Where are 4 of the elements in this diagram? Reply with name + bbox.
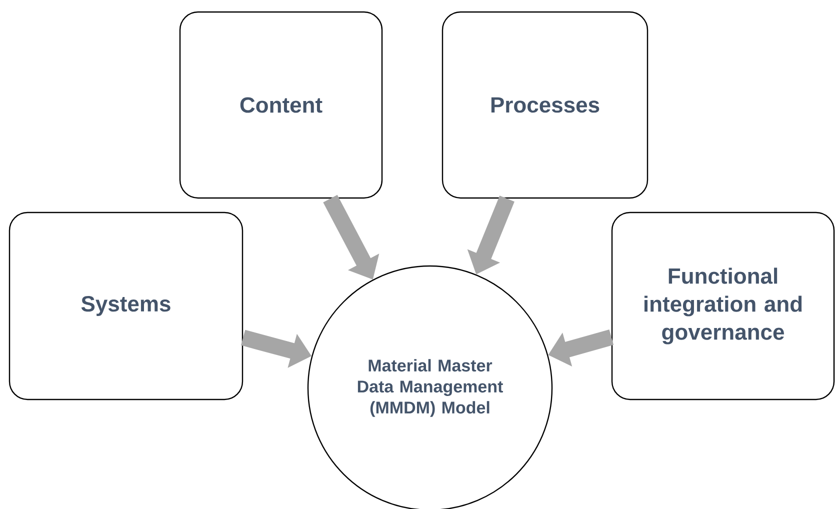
process-box: Processes [442, 11, 648, 199]
process-box: Content [179, 11, 383, 199]
process-box: Functional integration and governance [611, 212, 835, 400]
process-box: Systems [8, 212, 244, 400]
